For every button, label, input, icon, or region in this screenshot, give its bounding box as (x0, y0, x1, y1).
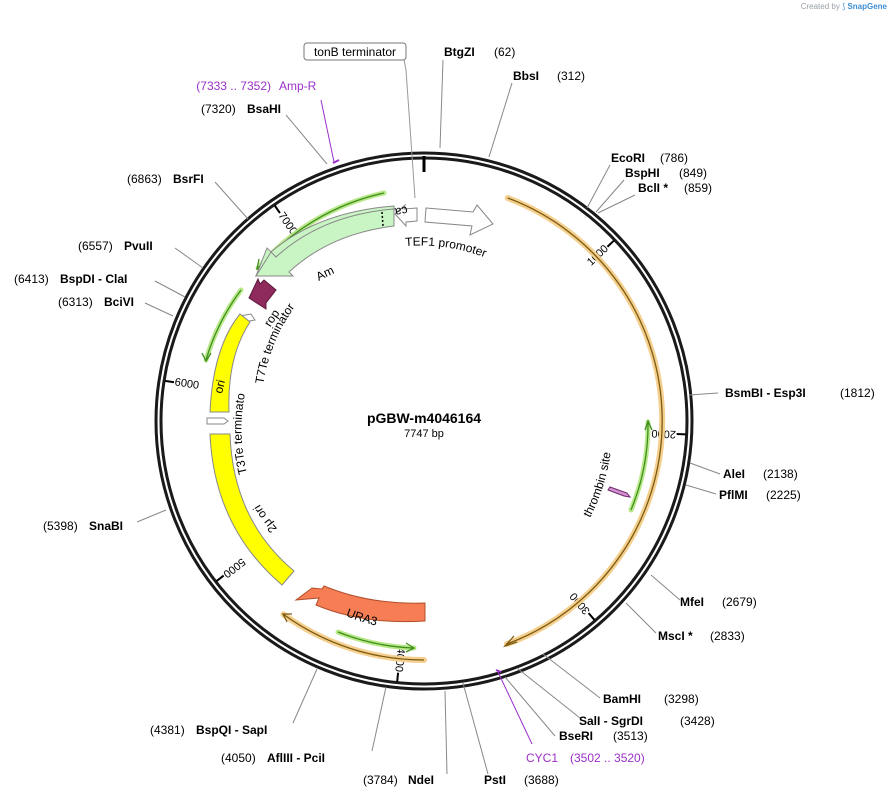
site-btgzi: BtgZI (62) (444, 43, 515, 60)
tonb-terminator-callout: tonB terminator (303, 42, 416, 199)
ura3-feature (294, 585, 426, 623)
site-bsrfi: (6863) BsrFI (127, 170, 204, 187)
thrombin-site-label: thrombin site (580, 451, 613, 520)
site-bamhi: BamHI (3298) (603, 690, 699, 707)
ori-label: ori (211, 378, 228, 394)
site-leader-btgzi (439, 59, 444, 149)
tef1-promoter-label: TEF1 promoter (405, 234, 489, 260)
site-leader-bspdi (154, 280, 186, 298)
site-leader-alei (689, 462, 721, 475)
orf-thrombin (628, 419, 653, 513)
tick-mark-5000 (215, 574, 225, 582)
site-leader-snabi (136, 509, 167, 523)
ampr-primer-name: Amp-R (279, 79, 317, 93)
orf-rop (201, 287, 244, 363)
orf-right (502, 195, 666, 648)
t3te-terminator-feature (206, 417, 229, 425)
rop-feature (248, 277, 277, 310)
tef1-promoter-arrow (424, 204, 494, 236)
snapgene-logo-icon: ⟆ (842, 2, 846, 11)
site-leader-bbsi (488, 82, 513, 158)
site-leader-bcli (597, 194, 636, 214)
site-leader-ndei (444, 690, 448, 775)
site-leader-bcivi (144, 302, 174, 317)
thrombin-site-feature (607, 486, 632, 498)
tonb-terminator-box (303, 42, 407, 61)
cyc1-mark (495, 669, 502, 673)
tick-mark-3000 (587, 612, 596, 621)
snapgene-credit: Created by ⟆ SnapGene (801, 2, 887, 11)
backbone-outer (154, 151, 694, 691)
tonb-terminator-leader (403, 59, 416, 199)
site-leader-sali (516, 667, 581, 719)
site-bcli: BclI * (859) (638, 179, 712, 196)
orf-ura3 (335, 629, 417, 653)
site-sali: SalI - SgrDI (3428) (579, 712, 715, 729)
ampr-primer-range: (7333 .. 7352) (196, 79, 271, 93)
site-alei: AleI (2138) (723, 465, 798, 482)
tick-mark-4000 (396, 672, 400, 682)
site-leader-ecori (586, 164, 611, 209)
site-leader-msci (625, 602, 657, 634)
tick-mark-1000 (606, 239, 615, 248)
tick-mark-6000 (164, 379, 175, 384)
site-leader-bseri (504, 676, 556, 737)
cat-promoter-arrow (394, 203, 418, 228)
ampr-feature-body (255, 208, 395, 277)
tick-mark-7000 (273, 205, 281, 214)
cyc1-leader (497, 671, 533, 745)
site-bseri: BseRI (3513) (559, 727, 648, 744)
site-pvuii: (6557) PvuII (78, 237, 153, 254)
site-leader-bsrfi (214, 181, 249, 220)
site-ecori: EcoRI (786) (611, 149, 688, 166)
site-psti: PstI (3688) (484, 771, 559, 788)
site-bspqi: (4381) BspQI - SapI (150, 721, 267, 738)
site-leader-bsahi (285, 114, 328, 165)
plasmid-length: 7747 bp (404, 428, 444, 440)
site-leader-bspqi (292, 668, 318, 724)
cyc1-range: (3502 .. 3520) (570, 751, 645, 765)
site-bsmbi: BsmBI - Esp3I (1812) (725, 384, 875, 401)
tick-label-6000: 6000 (174, 376, 200, 392)
site-leader-afliii (371, 686, 387, 752)
cyc1-name: CYC1 (526, 751, 558, 765)
site-bsahi: (7320) BsaHI (201, 100, 281, 117)
site-mfei: MfeI (2679) (680, 593, 757, 610)
site-leader-psti (462, 682, 489, 775)
site-bcivi: (6313) BciVI (58, 293, 134, 310)
site-afliii: (4050) AflIII - PciI (221, 749, 325, 766)
orf-bottom-left (280, 611, 427, 664)
tonb-terminator-label: tonB terminator (314, 45, 396, 59)
site-bbsi: BbsI (312) (513, 67, 585, 84)
site-labels: BtgZI (62) BbsI (312) EcoRI (786) BspHI … (14, 43, 875, 788)
tick-label-5000: 5000 (221, 555, 248, 579)
two-micron-ori-feature (209, 433, 295, 586)
site-msci: MscI * (2833) (658, 627, 745, 644)
cyc1-callout: CYC1 (3502 .. 3520) (495, 669, 645, 765)
site-leader-mfei (650, 574, 681, 601)
site-leaders (136, 59, 721, 775)
site-leader-pflmi (685, 484, 717, 495)
site-leader-bsmbi (688, 392, 719, 396)
site-leader-bsphi (595, 179, 625, 213)
site-bspdi: (6413) BspDI - ClaI (14, 270, 127, 287)
ampr-primer-leader (320, 99, 335, 163)
ori-feature (209, 313, 251, 413)
site-ndei: (3784) NdeI (363, 771, 434, 788)
site-pflmi: PflMI (2225) (719, 486, 801, 503)
site-leader-pvuii (174, 247, 204, 269)
site-leader-bamhi (542, 653, 601, 699)
credit-prefix: Created by (800, 2, 840, 11)
site-snabi: (5398) SnaBI (43, 517, 123, 534)
credit-brand: SnapGene (847, 2, 887, 11)
plasmid-name: pGBW-m4046164 (367, 410, 481, 426)
site-bsphi: BspHI (849) (625, 164, 707, 181)
ampr-primer-mark (332, 159, 340, 164)
ampr-primer-callout: (7333 .. 7352) Amp-R (196, 79, 340, 164)
